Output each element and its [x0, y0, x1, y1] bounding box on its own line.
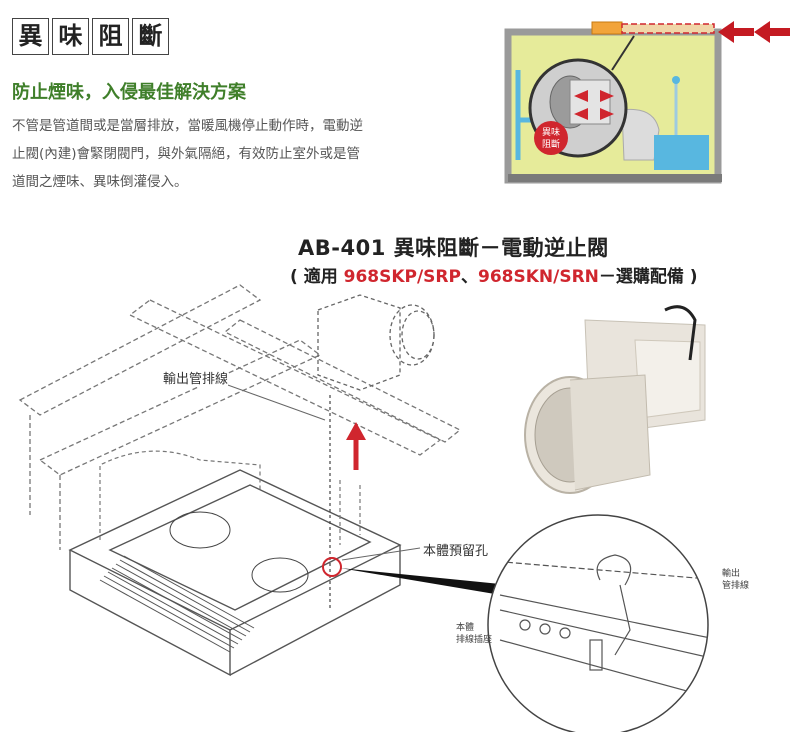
- subtitle: 防止煙味，入侵最佳解決方案: [12, 82, 246, 103]
- description-line: 道間之煙味、異味倒灌侵入。: [12, 174, 188, 190]
- title-char: 阻: [92, 18, 129, 55]
- badge-text: 異味: [542, 126, 560, 138]
- badge-text: 阻斷: [542, 138, 560, 150]
- room-illustration: 異味 阻斷: [504, 21, 790, 184]
- airflow-arrow-icon: [718, 21, 790, 43]
- installation-diagram: [18, 284, 709, 732]
- reserved-hole-label: 本體預留孔: [423, 540, 489, 559]
- reserved-hole-marker: [322, 557, 342, 577]
- description: 不管是管道間或是當層排放，當暖風機停止動作時，電動逆 止閥(內建)會緊閉閥門，與…: [12, 112, 502, 196]
- description-line: 不管是管道間或是當層排放，當暖風機停止動作時，電動逆: [12, 118, 363, 134]
- page-title: 異 味 阻 斷: [12, 18, 169, 55]
- zoom-body-label: 本體 排線插座: [456, 623, 493, 645]
- product-heading: AB-401 異味阻斷－電動逆止閥: [298, 236, 609, 260]
- output-line-label: 輸出管排線: [163, 368, 229, 387]
- up-arrow-icon: [346, 422, 366, 440]
- title-char: 味: [52, 18, 89, 55]
- title-char: 斷: [132, 18, 169, 55]
- product-compat: ( 適用 968SKP/SRP、968SKN/SRN－選購配備 ): [290, 267, 698, 287]
- description-line: 止閥(內建)會緊閉閥門，與外氣隔絕，有效防止室外或是管: [12, 146, 361, 162]
- valve-product-photo: [524, 305, 706, 494]
- title-char: 異: [12, 18, 49, 55]
- zoom-output-label: 輸出 管排線: [722, 569, 750, 591]
